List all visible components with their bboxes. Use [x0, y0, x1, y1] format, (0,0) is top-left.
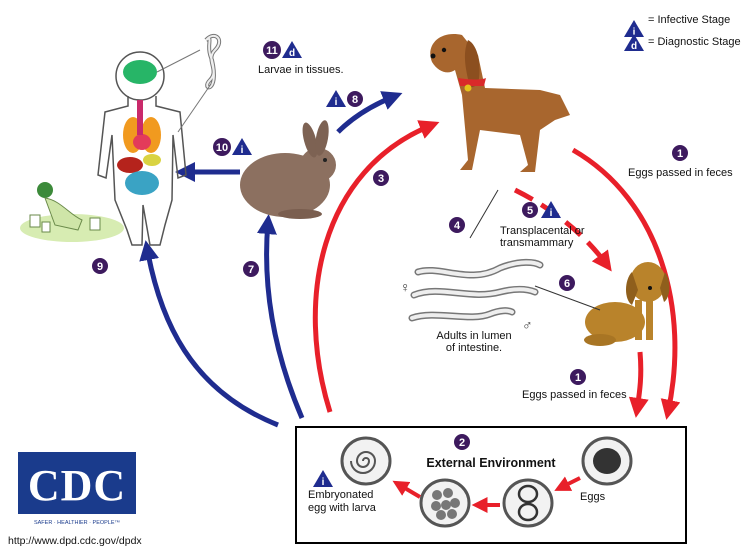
human-figure [97, 51, 187, 246]
step-8-infective-icon: i [326, 90, 346, 108]
step-3-marker: 3 [373, 170, 389, 186]
external-environment-label: External Environment [426, 456, 556, 470]
svg-text:8: 8 [352, 94, 358, 106]
source-url: http://www.dpd.cdc.gov/dpdx [8, 535, 142, 547]
step-1a-marker: 1 [672, 145, 688, 161]
step-2-marker: 2 [454, 434, 470, 450]
svg-text:10: 10 [216, 142, 228, 154]
svg-text:i: i [633, 27, 636, 38]
eggs-passed-label-bottom: Eggs passed in feces [522, 389, 627, 401]
step-6-marker: 6 [559, 275, 575, 291]
egg-embryonated-larva [340, 436, 392, 486]
svg-text:SAFER · HEALTHIER · PEOPLE™: SAFER · HEALTHIER · PEOPLE™ [34, 520, 120, 526]
adults-label-line2: of intestine. [446, 342, 502, 354]
step-10-infective-icon: i [232, 138, 252, 156]
svg-text:9: 9 [97, 261, 103, 273]
svg-text:2: 2 [459, 437, 465, 449]
svg-text:7: 7 [248, 264, 254, 276]
step-10-marker: 10 [213, 138, 231, 156]
svg-text:6: 6 [564, 278, 570, 290]
eggs-label: Eggs [580, 491, 606, 503]
arrow-environment-to-human [139, 240, 279, 428]
adults-label-line1: Adults in lumen [436, 330, 511, 342]
svg-text:1: 1 [677, 148, 683, 160]
legend-diagnostic-label: = Diagnostic Stage [648, 36, 741, 48]
rabbit [240, 120, 336, 219]
arrow-environment-to-rabbit [256, 214, 305, 419]
arrow-dog-to-environment [571, 147, 681, 420]
arrows [139, 91, 681, 428]
step-11-diagnostic-icon: d [282, 41, 302, 59]
eggs-passed-label-top: Eggs passed in feces [628, 167, 733, 179]
arrow-rabbit-to-dog [336, 91, 403, 134]
legend-infective-label: = Infective Stage [648, 14, 730, 26]
larva-coil [156, 33, 222, 133]
legend: i = Infective Stage d = Diagnostic Stage [624, 14, 741, 52]
embryonated-infective-icon: i [313, 470, 333, 488]
puppy [534, 262, 670, 346]
child-playing-figure [20, 182, 124, 242]
male-symbol: ♂ [522, 317, 533, 333]
svg-text:11: 11 [266, 45, 278, 57]
svg-text:CDC: CDC [28, 461, 126, 510]
arrow-egg-stage-1 [554, 476, 581, 491]
arrow-environment-to-dog [312, 120, 440, 413]
egg-morula [419, 478, 471, 528]
step-8-marker: 8 [347, 91, 363, 107]
svg-text:1: 1 [575, 372, 581, 384]
egg-unembryonated [581, 436, 633, 486]
svg-text:4: 4 [454, 220, 461, 232]
svg-text:i: i [241, 145, 244, 156]
svg-text:i: i [322, 477, 325, 488]
svg-text:i: i [335, 97, 338, 108]
embryonated-label-line1: Embryonated [308, 489, 373, 501]
arrow-puppy-to-environment [628, 351, 649, 418]
adult-dog [430, 34, 570, 173]
egg-two-cell [502, 478, 554, 528]
svg-text:i: i [550, 208, 553, 219]
infective-stage-icon: i [624, 20, 644, 38]
arrow-egg-stage-3 [392, 480, 422, 499]
embryonated-label-line2: egg with larva [308, 502, 377, 514]
female-symbol: ♀ [400, 279, 411, 295]
step-1b-marker: 1 [570, 369, 586, 385]
diagnostic-stage-icon: d [624, 34, 644, 52]
step-7-marker: 7 [243, 261, 259, 277]
svg-text:d: d [631, 41, 637, 52]
larvae-in-tissues-label: Larvae in tissues. [258, 64, 344, 76]
cdc-logo: CDC SAFER · HEALTHIER · PEOPLE™ [18, 452, 136, 526]
arrow-dog-to-puppy [513, 187, 612, 272]
svg-text:5: 5 [527, 205, 533, 217]
svg-text:3: 3 [378, 173, 384, 185]
step-9-marker: 9 [92, 258, 108, 274]
step-4-marker: 4 [449, 217, 465, 233]
step-11-marker: 11 [263, 41, 281, 59]
transplacental-label-line1: Transplacental or [500, 225, 585, 237]
svg-text:d: d [289, 48, 295, 59]
step-5-marker: 5 [522, 202, 538, 218]
transplacental-label-line2: transmammary [500, 237, 574, 249]
step-5-infective-icon: i [541, 201, 561, 219]
adult-worms [408, 189, 544, 322]
